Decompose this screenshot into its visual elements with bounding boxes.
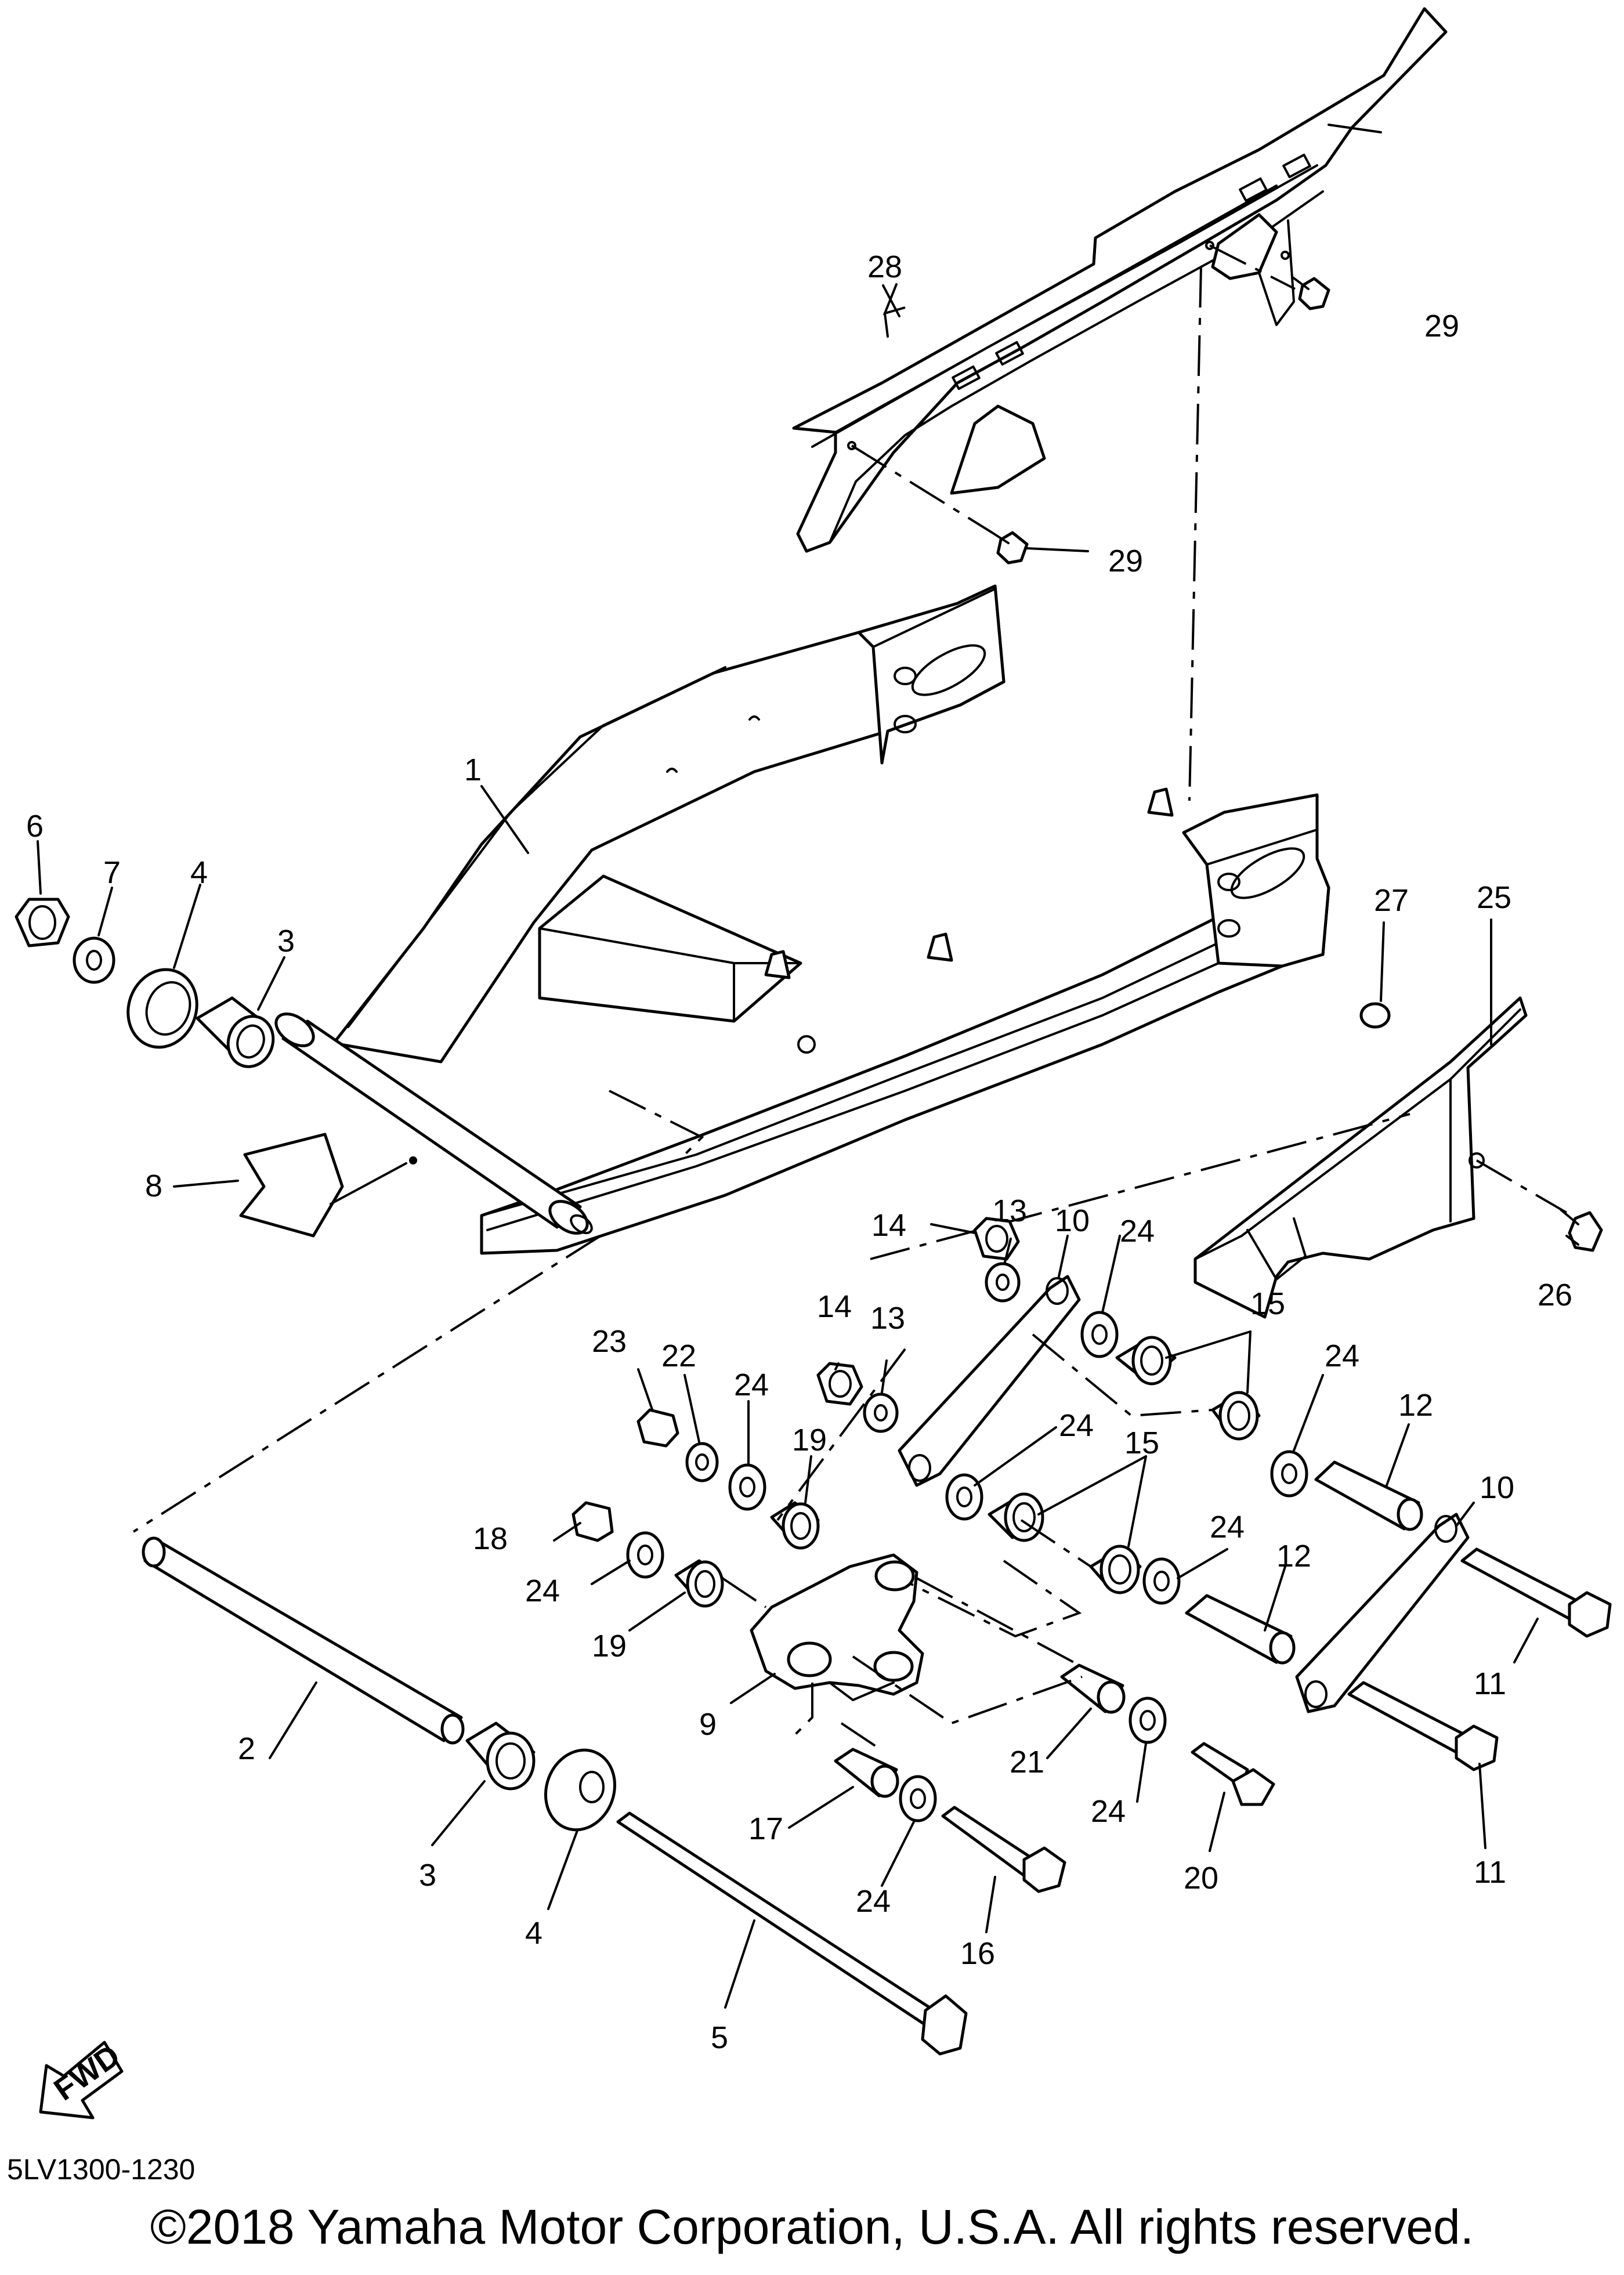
seal-4-upper: [126, 968, 198, 1049]
chain-case: [792, 7, 1448, 553]
callout-8: 8: [145, 1169, 162, 1203]
callout-28: 28: [867, 249, 902, 284]
callout-24-c: 24: [734, 1368, 769, 1402]
callout-16: 16: [960, 1936, 995, 1971]
callout-19-upper: 19: [792, 1423, 827, 1457]
callout-24-g: 24: [1091, 1794, 1126, 1829]
callout-18: 18: [473, 1521, 508, 1556]
washer-13-upper: [985, 1262, 1021, 1303]
axle-5: [616, 1811, 968, 2056]
callout-24-d: 24: [1059, 1408, 1094, 1443]
nut-6: [15, 898, 70, 947]
seal-4-lower: [544, 1748, 617, 1832]
callout-24-h: 24: [856, 1884, 891, 1919]
callout-29-lower: 29: [1108, 544, 1143, 578]
shaft-2: [142, 1536, 465, 1745]
bolt-29-upper: [1292, 276, 1330, 310]
rod-10-upper: [898, 1275, 1081, 1487]
copyright-notice: ©2018 Yamaha Motor Corporation, U.S.A. A…: [150, 2200, 1474, 2254]
bearing-3-lower: [465, 1721, 536, 1791]
swingarm: [274, 584, 1330, 1255]
bearing-3-upper: [196, 996, 275, 1068]
callout-2: 2: [238, 1731, 255, 1766]
callout-14-lower: 14: [817, 1289, 852, 1324]
callout-3-upper: 3: [277, 924, 295, 959]
callout-13-upper: 13: [992, 1193, 1027, 1228]
bearing-19-lower: [674, 1559, 724, 1608]
callout-9: 9: [699, 1707, 717, 1742]
callout-6: 6: [26, 809, 44, 844]
callout-3-lower: 3: [419, 1858, 436, 1893]
callout-10-lower: 10: [1480, 1470, 1514, 1505]
assembly-lines: [132, 1235, 1213, 1748]
collars-12: [1185, 1460, 1423, 1665]
callout-23: 23: [592, 1324, 627, 1359]
callout-22: 22: [661, 1339, 696, 1373]
callout-24-a: 24: [1120, 1214, 1155, 1249]
callout-labels: 1 2 3 3 4 4 5 6 7 8 9 10 10 11 11 12 12 …: [26, 249, 1572, 2055]
callout-12-upper: 12: [1398, 1388, 1433, 1423]
callout-4-lower: 4: [525, 1916, 542, 1951]
bolt-26: [1560, 1209, 1603, 1252]
washer-22: [685, 1442, 719, 1482]
relay-arm-9: [750, 1553, 924, 1701]
callout-24-e: 24: [1210, 1510, 1245, 1545]
nut-14-lower: [816, 1362, 863, 1406]
washer-13-lower: [863, 1393, 899, 1433]
bolt-16: [941, 1806, 1066, 1893]
callout-20: 20: [1184, 1861, 1218, 1896]
callout-7: 7: [103, 855, 121, 890]
callout-4-upper: 4: [190, 855, 208, 890]
callout-14-upper: 14: [871, 1208, 906, 1243]
callout-10-upper: 10: [1055, 1203, 1090, 1238]
callout-29-upper: 29: [1424, 309, 1459, 343]
cover-8: [239, 1133, 344, 1238]
bolts-11: [1347, 1547, 1612, 1771]
callout-24-f: 24: [525, 1574, 560, 1608]
callout-11-upper: 11: [1474, 1666, 1506, 1701]
leader-lines: [37, 124, 1579, 2009]
fwd-arrow-icon: FWD: [39, 2038, 126, 2120]
callout-24-b: 24: [1325, 1339, 1359, 1373]
callout-15-lower: 15: [1124, 1426, 1159, 1460]
bolt-20: [1191, 1742, 1275, 1806]
callout-12-lower: 12: [1276, 1539, 1311, 1574]
collar-21: [1060, 1663, 1126, 1714]
nut-27: [1359, 1002, 1391, 1029]
bearing-19-upper: [770, 1501, 820, 1550]
washers-24: [626, 1311, 1308, 1822]
callout-17: 17: [748, 1811, 783, 1846]
callout-27: 27: [1374, 883, 1409, 918]
callout-15-upper: 15: [1250, 1286, 1285, 1321]
nut-18: [572, 1501, 614, 1542]
callout-21: 21: [1010, 1745, 1044, 1780]
callout-19-lower: 19: [592, 1629, 627, 1663]
diagram-code: 5LV1300-1230: [7, 2153, 196, 2186]
callout-5: 5: [711, 2020, 728, 2055]
callout-25: 25: [1477, 880, 1511, 915]
nut-23: [636, 1408, 679, 1448]
callout-11-lower: 11: [1474, 1855, 1506, 1890]
callout-1: 1: [464, 753, 482, 787]
chain-guide: [1193, 996, 1528, 1319]
collar-17: [834, 1748, 899, 1798]
washer-7: [73, 936, 115, 984]
callout-13-lower: 13: [870, 1301, 905, 1336]
bolt-29-lower: [991, 531, 1029, 565]
callout-26: 26: [1538, 1278, 1572, 1312]
rod-10-lower: [1295, 1513, 1470, 1713]
